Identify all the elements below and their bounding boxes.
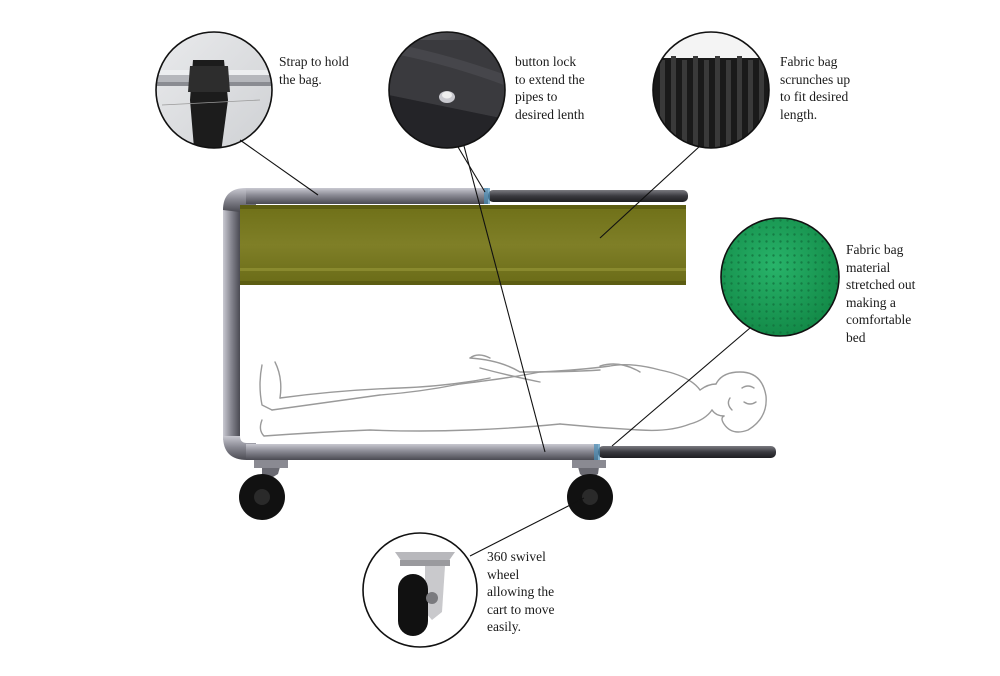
fabric-material-leader-line [611, 327, 751, 447]
fabric-bag-panel [240, 205, 686, 285]
swivel-wheel-callout-line-3: allowing the [487, 584, 555, 599]
strap-callout: Strap to hold the bag. [279, 53, 349, 88]
fabric-scrunch-leader-line [599, 145, 701, 239]
leader-lines [239, 139, 751, 557]
strap-callout-line-1: Strap to hold [279, 54, 349, 69]
button-lock-detail-circle [388, 31, 506, 149]
cart-frame [223, 188, 776, 460]
button-lock-callout: button lock to extend the pipes to desir… [515, 53, 585, 123]
swivel-wheel-callout-line-5: easily. [487, 619, 521, 634]
fabric-material-callout-line-1: Fabric bag [846, 242, 904, 257]
left-vertical-pipe [223, 208, 240, 440]
strap-callout-line-2: the bag. [279, 71, 322, 87]
right-wheel [567, 460, 613, 520]
top-rail-extension [488, 190, 688, 202]
fabric-material-callout-line-4: making a [846, 294, 896, 310]
left-wheel [239, 460, 288, 520]
button-lock-callout-line-3: pipes to [515, 89, 558, 104]
fabric-material-callout-line-6: bed [846, 329, 866, 345]
strap-detail-circle [155, 31, 273, 149]
strap-leader-line [239, 139, 319, 196]
fabric-scrunch-callout-line-2: scrunches up [780, 71, 851, 87]
fabric-scrunch-callout-line-4: length. [780, 106, 818, 122]
fabric-material-detail-circle [720, 217, 840, 337]
bottom-rail-pipe [246, 444, 598, 460]
button-lock-leader-line-a [457, 146, 486, 193]
fabric-scrunch-detail-circle [652, 31, 770, 149]
bottom-rail-extension [598, 446, 776, 458]
fabric-scrunch-callout: Fabric bag scrunches up to fit desired l… [780, 53, 850, 123]
swivel-wheel-leader-line [469, 497, 585, 557]
fabric-scrunch-callout-line-1: Fabric bag [780, 54, 838, 69]
button-lock-callout-line-2: to extend the [515, 71, 585, 87]
swivel-wheel-callout: 360 swivel wheel allowing the cart to mo… [487, 548, 554, 636]
button-lock-callout-line-1: button lock [515, 54, 577, 69]
swivel-wheel-detail-circle [362, 532, 478, 648]
fabric-material-callout: Fabric bag material stretched out making… [846, 241, 915, 346]
button-lock-leader-line-b [463, 145, 546, 453]
button-lock-callout-line-4: desired lenth [515, 106, 585, 122]
fabric-material-callout-line-5: comfortable [846, 312, 912, 327]
fabric-scrunch-callout-line-3: to fit desired [780, 89, 849, 104]
person-outline [259, 354, 767, 437]
fabric-material-callout-line-3: stretched out [846, 277, 916, 292]
swivel-wheel-callout-line-4: cart to move [487, 601, 555, 617]
swivel-wheel-callout-line-1: 360 swivel [487, 549, 546, 564]
top-rail-pipe [246, 188, 488, 204]
swivel-wheel-callout-line-2: wheel [487, 566, 520, 582]
fabric-material-callout-line-2: material [846, 259, 891, 275]
